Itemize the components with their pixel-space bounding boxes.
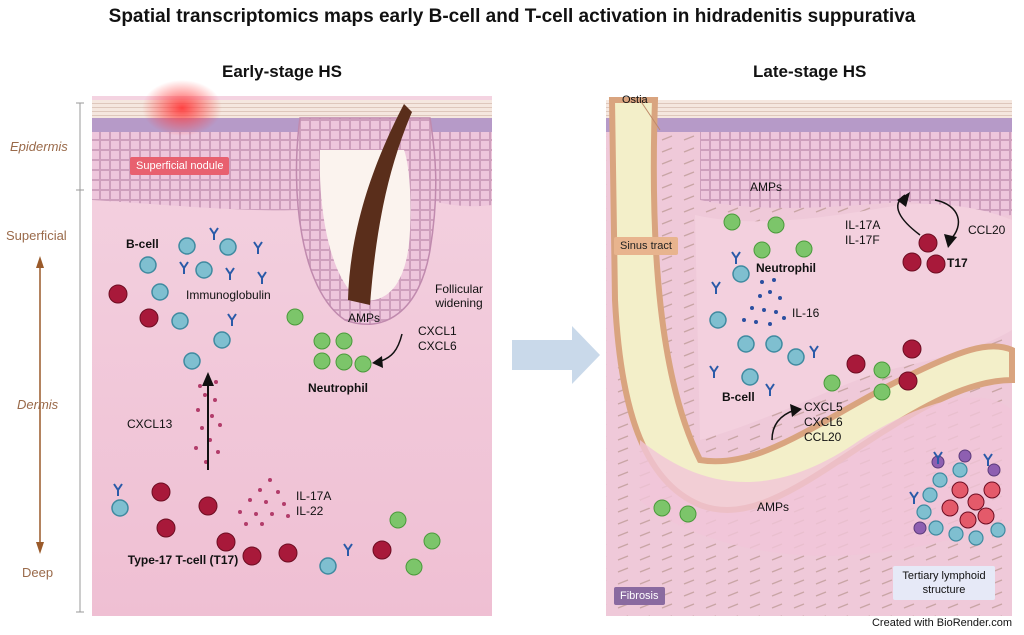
late-t17-label: T17: [947, 256, 968, 270]
follicular-widening-label: Follicular widening: [434, 282, 483, 310]
figure-title: Spatial transcriptomics maps early B-cel…: [108, 6, 916, 27]
late-panel: [606, 97, 1015, 616]
il17f-label: IL-17F: [845, 233, 880, 247]
axis-epidermis: Epidermis: [10, 139, 68, 154]
il17a-label: IL-17A: [296, 489, 332, 503]
late-bcell-label: B-cell: [722, 390, 755, 404]
il16-label: IL-16: [792, 306, 820, 320]
early-bcell-label: B-cell: [126, 237, 159, 251]
ostia-label: Ostia: [622, 94, 648, 106]
ccl20-bottom-label: CCL20: [804, 430, 842, 444]
early-heading: Early-stage HS: [222, 62, 342, 81]
cxcl5-label: CXCL5: [804, 400, 843, 414]
late-neutrophil-label: Neutrophil: [756, 261, 816, 275]
ccl20-top-label: CCL20: [968, 223, 1006, 237]
axis-superficial: Superficial: [6, 228, 67, 243]
early-neutrophil-label: Neutrophil: [308, 381, 368, 395]
cxcl6-label: CXCL6: [418, 339, 457, 353]
t17-label: Type-17 T-cell (T17): [127, 553, 239, 567]
axis-dermis: Dermis: [17, 397, 59, 412]
il22-label: IL-22: [296, 504, 324, 518]
superficial-nodule-tag: Superficial nodule: [130, 157, 230, 175]
tls-tag: Tertiary lymphoid structure: [893, 566, 995, 600]
early-panel: [36, 80, 492, 616]
il17a-late-label: IL-17A: [845, 218, 881, 232]
axis-deep: Deep: [22, 565, 54, 580]
immunoglobulin-label: Immunoglobulin: [186, 288, 271, 302]
sinus-tract-tag: Sinus tract: [614, 237, 678, 255]
fibrosis-tag: Fibrosis: [614, 587, 665, 605]
cxcl6-late-label: CXCL6: [804, 415, 843, 429]
cxcl1-label: CXCL1: [418, 324, 457, 338]
cxcl13-label: CXCL13: [127, 417, 173, 431]
late-amps-top-label: AMPs: [750, 180, 783, 194]
progression-arrow: [512, 326, 600, 384]
early-amps-label: AMPs: [348, 311, 381, 325]
footer-credit: Created with BioRender.com: [871, 617, 1012, 629]
late-heading: Late-stage HS: [753, 62, 867, 81]
late-amps-bottom-label: AMPs: [757, 500, 790, 514]
